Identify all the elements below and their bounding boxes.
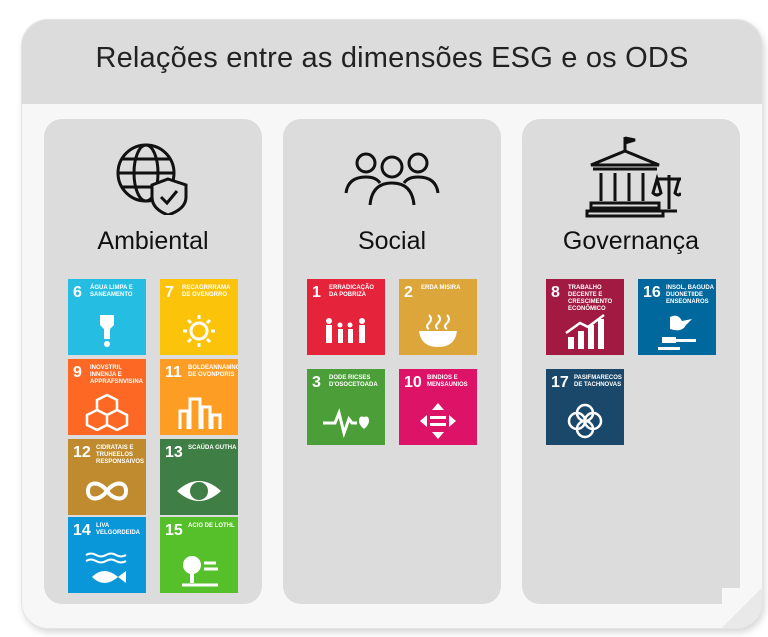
sdg-tile-3: 3 DODE RICSES D'OSOCETOADA [307, 369, 385, 445]
sdg-number: 11 [165, 364, 182, 381]
tree-icon [182, 556, 218, 587]
sdg-title: ÁGUA LIMPA E SANEAMENTO [90, 285, 133, 298]
city-icon [178, 397, 222, 429]
sdg-number: 9 [73, 364, 82, 381]
column-social: Social [283, 119, 501, 604]
sdg-number: 2 [404, 284, 413, 301]
cubes-icon [85, 393, 129, 431]
column-label-social: Social [357, 227, 427, 255]
sdg-number: 6 [73, 284, 82, 301]
column-governanca: Governança [522, 119, 740, 604]
sdg-title: CIDRATAIS E TRUHEELOS RESPONSAIVOS [96, 445, 145, 465]
sdg-title: ERDA MISIRA [421, 285, 461, 291]
sdg-title: ERRADICAÇÃO DA POBRIZA [329, 285, 374, 298]
diagram-card: Relações entre as dimensões ESG e os ODS… [22, 20, 762, 628]
sdg-tile-16: 16 INSOL, BAGUDA DUONETIIDE ENSEONAROS [638, 279, 716, 355]
sdg-tile-15: 15 ACIO DE LOTHL [160, 517, 238, 593]
globe-shield-icon [44, 135, 262, 215]
sdg-tile-11: 11 BOLDEANNAMNONÇÕES DE OVONPORIS [160, 359, 238, 435]
column-label-ambiental: Ambiental [97, 227, 209, 255]
courthouse-scale-icon [522, 135, 740, 218]
sdg-tile-14: 14 LIVA VELGORDEIDA [68, 517, 146, 593]
water-icon [100, 315, 114, 347]
sdg-title: PASIFMARECOS DE TACHNOVAS [574, 375, 622, 388]
sdg-tile-13: 13 SCAÚDA GUTHA [160, 439, 238, 515]
sdg-title: ACIO DE LOTHL [188, 523, 235, 529]
sdg-number: 15 [165, 522, 183, 539]
sdg-number: 1 [312, 284, 321, 301]
sdg-tile-7: 7 RECAGRRRAMA DE OVENGRRO [160, 279, 238, 355]
header-bar: Relações entre as dimensões ESG e os ODS [22, 20, 762, 104]
equality-icon [420, 403, 456, 439]
dove-gavel-icon [658, 315, 696, 350]
sdg-tile-17: 17 PASIFMARECOS DE TACHNOVAS [546, 369, 624, 445]
family-icon [326, 318, 365, 343]
sun-icon [183, 315, 215, 347]
sdg-tile-9: 9 INOVSTRII, INNENJA E APPRAFSNVISINA [68, 359, 146, 435]
sdg-tile-8: 8 TRABALHO DECENTE E CRESCIMENTO ECONÔMIC… [546, 279, 624, 355]
sdg-number: 10 [404, 374, 422, 391]
sdg-number: 8 [551, 284, 560, 301]
sdg-title: SCAÚDA GUTHA [188, 445, 237, 451]
sdg-number: 16 [643, 284, 661, 301]
sdg-number: 12 [73, 444, 91, 461]
heartbeat-icon [323, 408, 369, 439]
sdg-number: 3 [312, 374, 321, 391]
infinity-icon [85, 481, 129, 501]
sdg-title: BOLDEANNAMNONÇÕES DE OVONPORIS [188, 365, 238, 378]
page-title: Relações entre as dimensões ESG e os ODS [95, 42, 689, 74]
sdg-title: TRABALHO DECENTE E CRESCIMENTO ECONÔMICO [568, 285, 613, 312]
sdg-title: INOVSTRII, INNENJA E APPRAFSNVISINA [90, 365, 144, 385]
sdg-title: RECAGRRRAMA DE OVENGRRO [182, 285, 231, 298]
column-label-governanca: Governança [562, 227, 700, 255]
sdg-tile-12: 12 CIDRATAIS E TRUHEELOS RESPONSAIVOS [68, 439, 146, 515]
bowl-icon [419, 314, 457, 347]
sdg-tile-2: 2 ERDA MISIRA [399, 279, 477, 355]
sdg-title: BINDIOS E MENSAUNIOS [427, 375, 468, 388]
sdg-title: DODE RICSES D'OSOCETOADA [329, 375, 378, 388]
sdg-tile-6: 6 ÁGUA LIMPA E SANEAMENTO [68, 279, 146, 355]
flower-rings-icon [567, 403, 603, 439]
growth-chart-icon [565, 314, 605, 349]
sdg-title: LIVA VELGORDEIDA [96, 523, 141, 536]
sdg-number: 14 [73, 522, 91, 539]
sdg-tile-10: 10 BINDIOS E MENSAUNIOS [399, 369, 477, 445]
eye-globe-icon [177, 481, 221, 501]
people-icon [283, 135, 501, 215]
sdg-tile-1: 1 ERRADICAÇÃO DA POBRIZA [307, 279, 385, 355]
sdg-title: INSOL, BAGUDA DUONETIIDE ENSEONAROS [666, 285, 714, 305]
page-fold-corner [722, 588, 762, 628]
sdg-number: 13 [165, 444, 183, 461]
fish-icon [85, 552, 127, 583]
sdg-number: 17 [551, 374, 569, 391]
sdg-number: 7 [165, 284, 174, 301]
